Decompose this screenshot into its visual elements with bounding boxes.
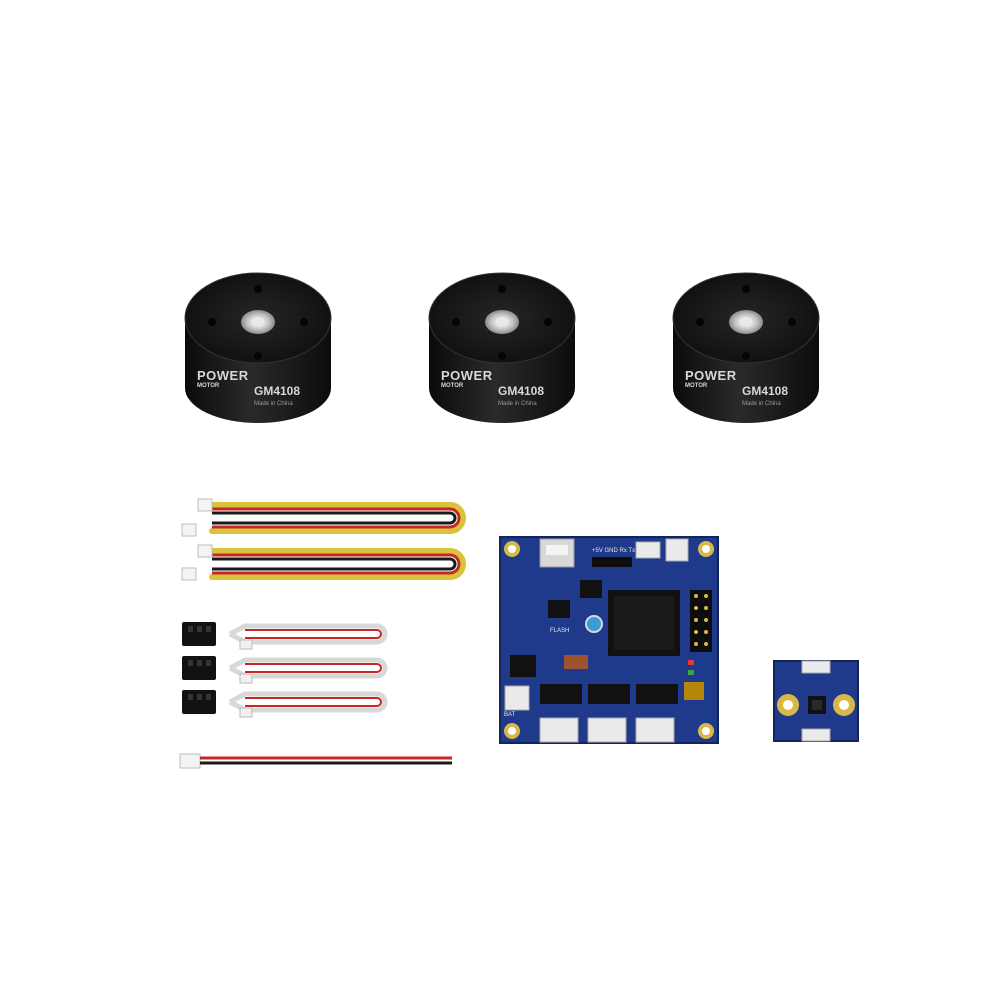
motor-3-model: GM4108 [742,384,789,398]
motor-1-model: GM4108 [254,384,301,398]
motor-1-brand: POWER [197,368,249,383]
motor-2-brand: POWER [441,368,493,383]
battery-cable [179,753,452,769]
long-cable-1 [181,498,466,537]
servo-cable-1 [182,622,388,650]
long-cable-2 [181,544,466,581]
board-bat-label: BAT [504,712,516,718]
motor-3-sub: MOTOR [685,383,708,389]
imu-sensor-board [773,660,859,742]
motor-2-model: GM4108 [498,384,545,398]
board-header-label: +5V GND Rx Tx [592,548,636,554]
motor-2-made: Made in China [498,401,537,407]
servo-cable-2 [182,656,388,684]
motor-1-label: POWER MOTOR [197,368,249,389]
board-flash-label: FLASH [550,628,570,634]
controller-board [499,536,719,744]
motor-3 [672,272,820,423]
motor-1 [184,272,332,423]
motor-2-sub: MOTOR [441,383,464,389]
motor-1-sub: MOTOR [197,383,220,389]
motor-3-label: POWER MOTOR [685,368,737,389]
motor-1-made: Made in China [254,401,293,407]
motor-3-made: Made in China [742,401,781,407]
motor-2-label: POWER MOTOR [441,368,493,389]
servo-cable-3 [182,690,388,718]
motor-3-brand: POWER [685,368,737,383]
motor-2 [428,272,576,423]
